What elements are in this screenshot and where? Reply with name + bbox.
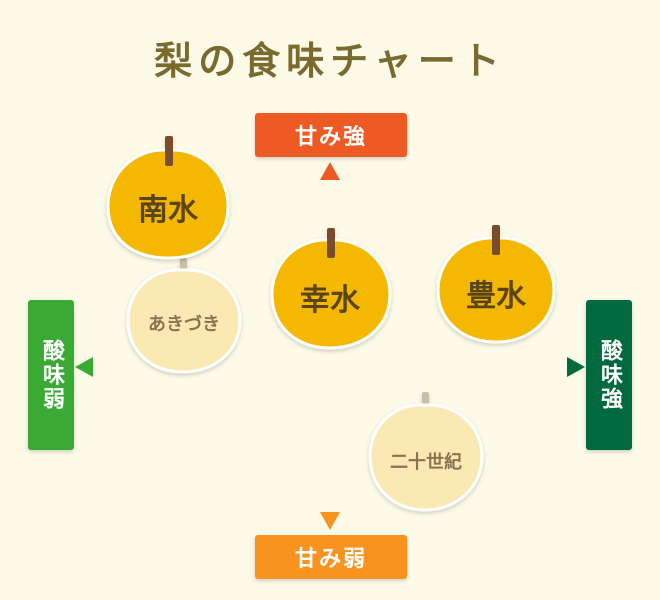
stem-icon (327, 228, 335, 258)
chart-title: 梨の食味チャート (154, 38, 506, 83)
stem-icon (165, 136, 173, 166)
pear-label: 二十世紀 (390, 451, 462, 473)
sweetness-strong-label: 甘み強 (255, 113, 407, 157)
pear-label: 幸水 (300, 283, 361, 318)
acidity-strong-label: 酸味強 (586, 300, 632, 450)
pear-akizuki: あきづき (126, 258, 242, 374)
up-arrow-icon (320, 162, 340, 180)
pear-nijisseiki: 二十世紀 (368, 392, 484, 512)
pear-nansui: 南水 (106, 136, 230, 260)
down-arrow-icon (320, 512, 340, 530)
sweetness-weak-label: 甘み弱 (255, 535, 407, 579)
pear-hosui: 豊水 (436, 225, 556, 344)
pear-label: あきづき (148, 314, 220, 335)
acidity-weak-label: 酸味弱 (28, 300, 74, 450)
left-arrow-icon (75, 357, 93, 377)
pear-label: 南水 (138, 193, 199, 228)
pear-kosui: 幸水 (270, 228, 392, 350)
pear-label: 豊水 (466, 279, 527, 314)
stem-icon (492, 225, 500, 255)
right-arrow-icon (567, 357, 585, 377)
